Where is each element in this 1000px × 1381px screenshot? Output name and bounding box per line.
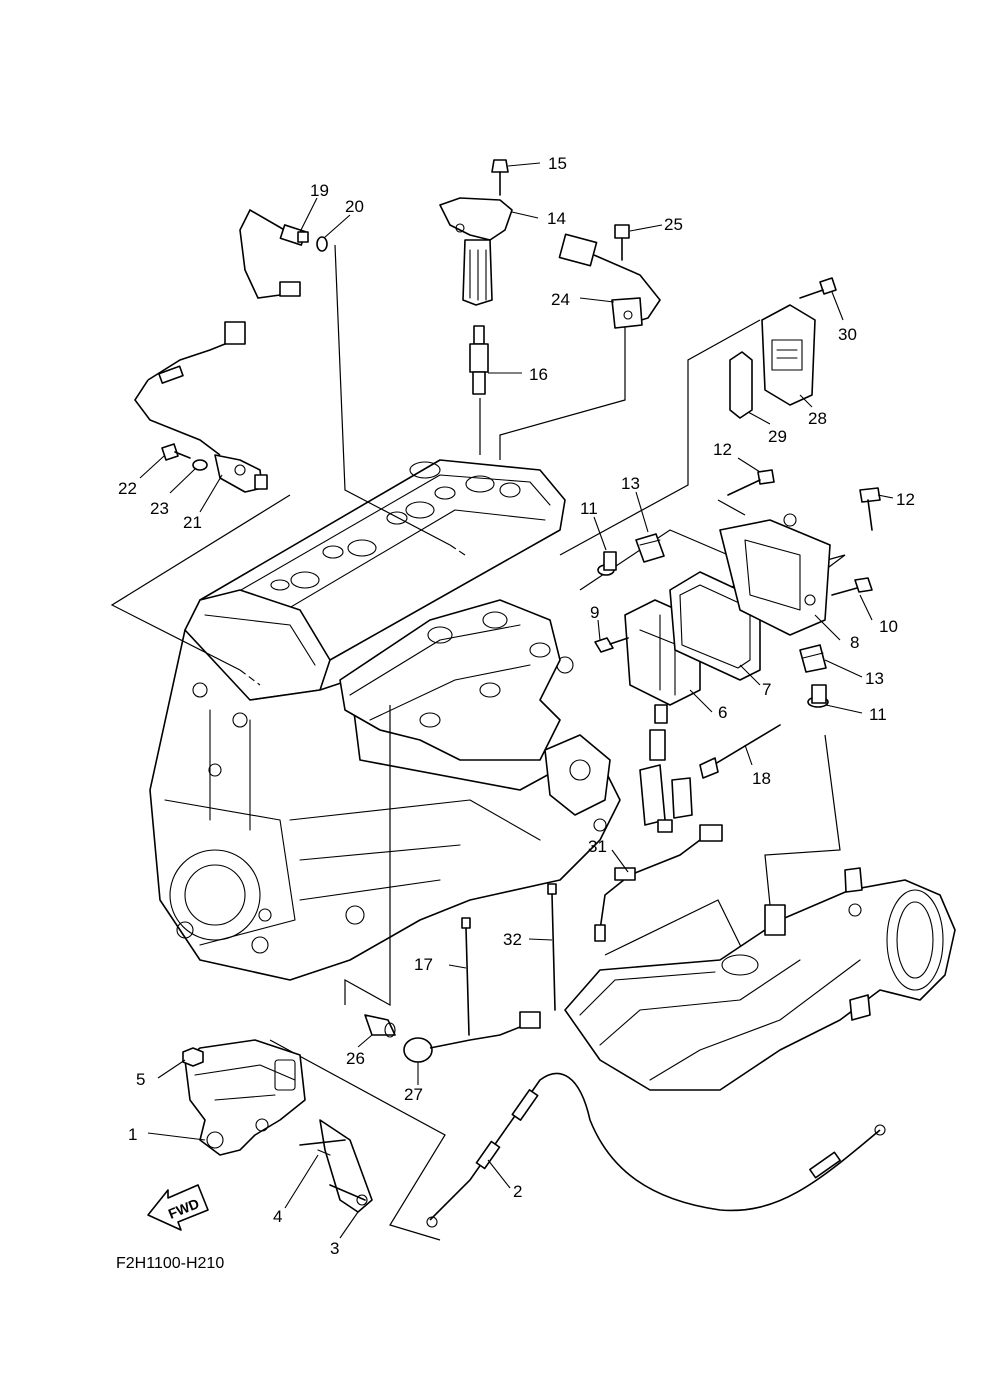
callout-2: 2	[513, 1182, 522, 1201]
spark-plug-16	[469, 325, 489, 395]
callout-8: 8	[850, 633, 859, 652]
callout-4: 4	[273, 1207, 282, 1226]
part-1-bracket-assembly	[182, 1039, 373, 1213]
callout-11b: 11	[869, 705, 887, 724]
engine-block	[149, 459, 621, 981]
ecu-bracket-8	[719, 513, 831, 636]
sensor-31	[594, 824, 723, 942]
callout-19: 19	[310, 181, 329, 200]
cable-tie-17	[461, 917, 471, 1036]
callout-18: 18	[752, 769, 771, 788]
bolt-25	[614, 224, 630, 261]
callout-1: 1	[128, 1125, 137, 1144]
callout-27: 27	[404, 1085, 423, 1104]
diagram-code-label: F2H1100-H210	[116, 1255, 224, 1272]
callout-13a: 13	[621, 474, 640, 493]
callout-20: 20	[345, 197, 364, 216]
fasteners	[594, 469, 881, 708]
sensor-26	[364, 1014, 396, 1038]
callout-3: 3	[330, 1239, 339, 1258]
callout-13b: 13	[865, 669, 884, 688]
callout-12a: 12	[713, 440, 732, 459]
sensor-21	[134, 321, 268, 493]
fwd-direction-arrow: FWD	[147, 1184, 209, 1231]
callout-15: 15	[548, 154, 567, 173]
bolt-22	[161, 443, 191, 461]
bolt-15	[491, 159, 509, 196]
callout-numbers: 1 2 3 4 5 6 7 8 9 10 11 11 12 12 13 13 1…	[118, 154, 915, 1258]
callout-10: 10	[879, 617, 898, 636]
callout-22: 22	[118, 479, 137, 498]
callout-21: 21	[183, 513, 202, 532]
ignition-coil-14	[439, 197, 513, 306]
callout-25: 25	[664, 215, 683, 234]
callout-12b: 12	[896, 490, 915, 509]
gasket-29	[729, 351, 753, 419]
sensor-19	[239, 208, 309, 299]
probe-18	[699, 724, 781, 779]
callout-9: 9	[590, 603, 599, 622]
callout-30: 30	[838, 325, 857, 344]
callout-24: 24	[551, 290, 570, 309]
callout-26: 26	[346, 1049, 365, 1068]
sensor-24	[558, 233, 661, 329]
exhaust-pipe-assembly	[564, 867, 956, 1091]
callout-5: 5	[136, 1070, 145, 1089]
callout-6: 6	[718, 703, 727, 722]
callout-7: 7	[762, 680, 771, 699]
ecu-module	[624, 599, 701, 833]
callout-11a: 11	[580, 499, 598, 518]
sensor-27	[403, 1011, 541, 1063]
callout-16: 16	[529, 365, 548, 384]
callout-23: 23	[150, 499, 169, 518]
washer-20	[316, 236, 328, 252]
callout-31: 31	[588, 837, 607, 856]
callout-29: 29	[768, 427, 787, 446]
part-2-cable	[426, 1072, 886, 1228]
callout-14: 14	[547, 209, 566, 228]
callout-32: 32	[503, 930, 522, 949]
bolt-30	[799, 277, 837, 299]
callout-17: 17	[414, 955, 433, 974]
callout-28: 28	[808, 409, 827, 428]
cable-tie-32	[547, 883, 557, 1011]
callout-leaders	[139, 162, 894, 1239]
washer-23	[192, 459, 208, 471]
component-28	[761, 304, 816, 406]
